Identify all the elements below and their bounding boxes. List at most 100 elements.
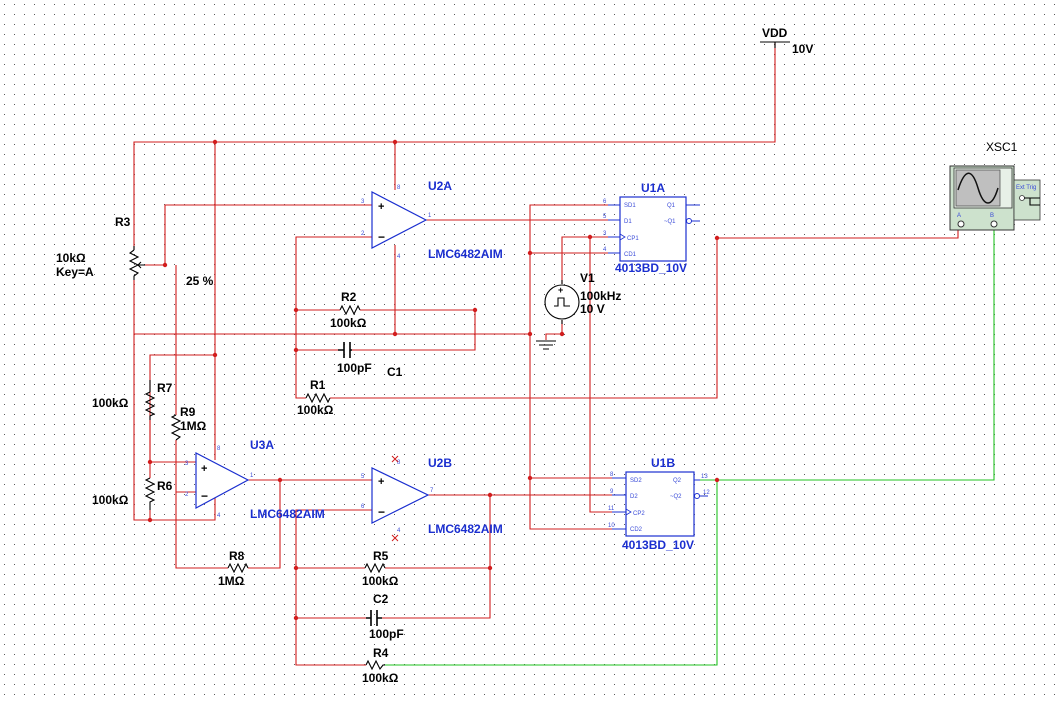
green-wires xyxy=(385,228,995,666)
svg-text:8: 8 xyxy=(610,472,614,478)
r5-value: 100kΩ xyxy=(362,574,399,588)
svg-text:+: + xyxy=(378,476,384,488)
ground-icon xyxy=(536,340,556,350)
u1a-pin-nq1: ~Q1 xyxy=(664,219,676,225)
svg-text:+: + xyxy=(201,463,207,475)
resistor-r2[interactable]: R2 100kΩ xyxy=(330,290,367,330)
svg-text:10: 10 xyxy=(608,523,615,529)
scope-ref-label: XSC1 xyxy=(986,140,1018,154)
svg-text:3: 3 xyxy=(185,461,189,467)
u1b-pin-nq2: ~Q2 xyxy=(670,494,682,500)
svg-text:2: 2 xyxy=(361,231,365,237)
svg-text:−: − xyxy=(378,230,385,244)
u1b-pin-q2: Q2 xyxy=(673,478,682,484)
pot-key: Key=A xyxy=(56,265,94,279)
u1b-model: 4013BD_10V xyxy=(622,538,694,552)
u3a-model: LMC6482AIM xyxy=(250,507,325,521)
u3a-ref: U3A xyxy=(250,438,274,452)
square-wave-icon xyxy=(554,297,570,307)
sine-wave-icon xyxy=(957,172,999,204)
svg-text:−: − xyxy=(201,489,208,503)
resistor-r4[interactable]: R4 100kΩ xyxy=(362,646,399,685)
opamp-u2b[interactable]: + − 5 6 8 4 7 U2B LMC6482AIM xyxy=(361,455,503,542)
c2-value: 100pF xyxy=(369,627,404,641)
svg-text:7: 7 xyxy=(430,488,434,494)
u1b-pin-cp2: CP2 xyxy=(633,511,645,517)
u2b-ref: U2B xyxy=(428,456,452,470)
potentiometer-r3[interactable]: R3 10kΩ Key=A 25 % xyxy=(56,215,214,288)
no-connect-marker xyxy=(391,534,399,542)
r6-value: 100kΩ xyxy=(92,493,129,507)
vdd-value: 10V xyxy=(792,42,813,56)
svg-text:3: 3 xyxy=(361,199,365,205)
u1b-ref: U1B xyxy=(651,456,675,470)
flipflop-u1a[interactable]: 6 5 3 4 SD1 D1 CP1 CD1 Q1 ~Q1 U1A 4013BD… xyxy=(603,181,700,275)
resistor-r1[interactable]: R1 100kΩ xyxy=(297,378,334,417)
r2-ref: R2 xyxy=(341,290,357,304)
u1a-ref: U1A xyxy=(641,181,665,195)
svg-text:2: 2 xyxy=(185,492,189,498)
clock-source-v1[interactable]: + V1 100kHz 10 V xyxy=(544,271,621,324)
vdd-label: VDD xyxy=(762,26,788,40)
r1-ref: R1 xyxy=(310,378,326,392)
svg-text:8: 8 xyxy=(397,460,401,466)
v1-ref: V1 xyxy=(580,271,595,285)
r7-ref: R7 xyxy=(157,381,173,395)
capacitor-c1[interactable]: 100pF C1 xyxy=(337,342,403,379)
svg-text:6: 6 xyxy=(361,504,365,510)
r8-value: 1MΩ xyxy=(218,574,245,588)
svg-text:+: + xyxy=(378,201,384,213)
c1-value: 100pF xyxy=(337,361,372,375)
oscilloscope-xsc1[interactable]: Ext Trig A B XSC1 xyxy=(949,140,1041,231)
u1a-pin-d1: D1 xyxy=(624,219,632,225)
u1a-model: 4013BD_10V xyxy=(615,261,687,275)
svg-text:11: 11 xyxy=(608,506,615,512)
svg-text:5: 5 xyxy=(603,214,607,220)
vdd-supply[interactable]: VDD 10V xyxy=(760,26,813,56)
v1-freq: 100kHz xyxy=(580,289,621,303)
svg-text:1: 1 xyxy=(428,213,432,219)
r8-ref: R8 xyxy=(229,549,245,563)
u1a-pin-q1: Q1 xyxy=(667,203,676,209)
svg-text:4: 4 xyxy=(603,247,607,253)
svg-text:8: 8 xyxy=(397,185,401,191)
resistor-r8[interactable]: R8 1MΩ xyxy=(218,549,249,588)
u1a-pin-cp1: CP1 xyxy=(627,236,639,242)
resistor-r6[interactable]: R6 100kΩ xyxy=(92,477,173,510)
u2b-model: LMC6482AIM xyxy=(428,522,503,536)
u1a-pin-sd1: SD1 xyxy=(624,203,636,209)
channel-b-label: B xyxy=(990,213,994,219)
r2-value: 100kΩ xyxy=(330,316,367,330)
c2-ref: C2 xyxy=(373,592,389,606)
svg-text:4: 4 xyxy=(217,513,221,519)
svg-text:−: − xyxy=(378,505,385,519)
r4-ref: R4 xyxy=(373,646,389,660)
pot-ref: R3 xyxy=(115,215,131,229)
opamp-u3a[interactable]: + − 3 2 8 4 1 U3A LMC6482AIM xyxy=(185,438,325,521)
svg-text:4: 4 xyxy=(397,528,401,534)
c1-ref: C1 xyxy=(387,365,403,379)
capacitor-c2[interactable]: C2 100pF xyxy=(366,592,404,641)
v1-amp: 10 V xyxy=(580,302,605,316)
svg-text:5: 5 xyxy=(361,474,365,480)
pot-setting: 25 % xyxy=(186,274,214,288)
r1-value: 100kΩ xyxy=(297,403,334,417)
r9-ref: R9 xyxy=(180,405,196,419)
opamp-u2a[interactable]: + − 3 2 8 4 1 U2A LMC6482AIM xyxy=(361,179,503,261)
resistor-r7[interactable]: R7 100kΩ xyxy=(92,380,173,420)
u2a-model: LMC6482AIM xyxy=(428,247,503,261)
u1b-pin-d2: D2 xyxy=(630,494,638,500)
u2a-ref: U2A xyxy=(428,179,452,193)
svg-text:4: 4 xyxy=(397,254,401,260)
u1b-pin-sd2: SD2 xyxy=(630,478,642,484)
resistor-r9[interactable]: R9 1MΩ xyxy=(170,405,207,441)
resistor-r5[interactable]: R5 100kΩ xyxy=(362,549,399,588)
junctions xyxy=(147,139,720,621)
svg-text:3: 3 xyxy=(603,231,607,237)
flipflop-u1b[interactable]: 8 9 11 10 13 12 SD2 D2 CP2 CD2 Q2 ~Q2 U1… xyxy=(608,456,710,552)
svg-text:+: + xyxy=(558,285,563,295)
r4-value: 100kΩ xyxy=(362,671,399,685)
channel-a-label: A xyxy=(957,213,961,219)
